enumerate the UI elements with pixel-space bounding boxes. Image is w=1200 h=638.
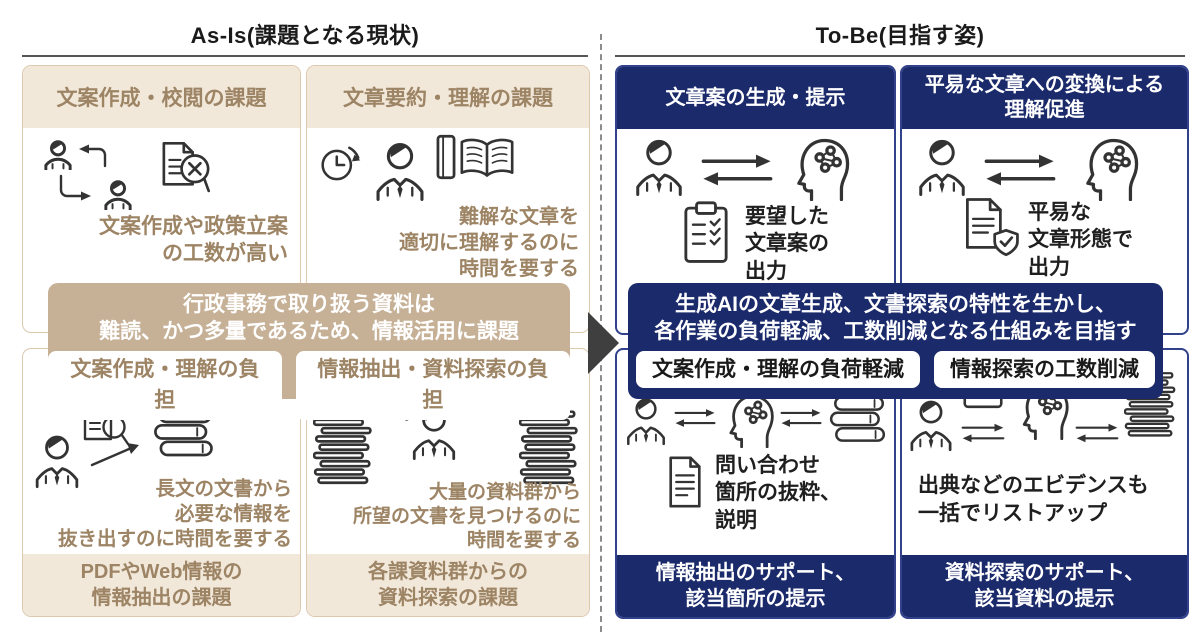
- asis-box-drafting-text: 文案作成や政策立案 の工数が高い: [99, 215, 288, 265]
- document-icon: [669, 456, 701, 508]
- tobe-box-plain-language-text: 平易な 文章形態で 出力: [1028, 201, 1133, 279]
- exchange-arrows-icon: [701, 152, 773, 188]
- checklist-clipboard-icon: [684, 201, 728, 263]
- tobe-box-generation-header: 文章案の生成・提示: [617, 67, 894, 129]
- ai-head-icon: [1086, 138, 1139, 201]
- tobe-pill-search-reduction: 情報探索の工数削減: [934, 350, 1155, 389]
- exchange-arrows-icon: [674, 408, 716, 428]
- asis-title: As-Is(課題となる現状): [190, 23, 420, 48]
- asis-pill-drafting-burden: 文案作成・理解の負担: [48, 350, 282, 420]
- tobe-banner-line2: 各作業の負荷軽減、工数削減となる仕組みを目指す: [654, 320, 1137, 344]
- businessperson-icon: [627, 398, 665, 446]
- businessperson-icon: [376, 142, 424, 201]
- tobe-box-search-support-text: 出典などのエビデンスも 一括でリストアップ: [918, 474, 1149, 526]
- asis-box-summarize-header: 文章要約・理解の課題: [307, 66, 589, 128]
- closed-book-icon: [436, 134, 456, 180]
- businessperson-icon: [910, 400, 952, 452]
- asis-box-drafting-header: 文案作成・校閲の課題: [23, 66, 300, 128]
- asis-banner: 行政事務で取り扱う資料は 難読、かつ多量であるため、情報活用に課題 文案作成・理…: [48, 283, 570, 420]
- transform-arrow-icon: [588, 312, 619, 374]
- book-stack-icon: [829, 396, 886, 442]
- tobe-box-plain-language-header: 平易な文章への変換による 理解促進: [902, 67, 1187, 129]
- businessperson-icon: [919, 139, 965, 196]
- asis-box-summarize-text: 難解な文章を 適切に理解するのに 時間を要する: [399, 206, 579, 280]
- asis-box-extraction: 長文の文書から 必要な情報を 抜き出すのに時間を要する PDFやWeb情報の 情…: [22, 348, 301, 617]
- asis-pill-search-burden: 情報抽出・資料探索の負担: [295, 350, 570, 420]
- asis-banner-line2: 難読、かつ多量であるため、情報活用に課題: [99, 320, 519, 344]
- exchange-arrows-icon: [984, 152, 1056, 188]
- tobe-title: To-Be(目指す姿): [815, 23, 985, 48]
- tobe-box-extraction-support-text: 問い合わせ 箇所の抜粋、 説明: [715, 454, 841, 532]
- businessperson-icon: [636, 139, 682, 196]
- exchange-arrows-icon: [780, 408, 822, 428]
- asis-box-search-text: 大量の資料群から 所望の文書を見つけるのに 時間を要する: [352, 482, 581, 552]
- asis-banner-line1: 行政事務で取り扱う資料は: [183, 293, 435, 316]
- document-error-magnifier-icon: [162, 141, 211, 193]
- tobe-box-search-support-footer: 資料探索のサポート、 該当資料の提示: [902, 555, 1187, 617]
- tobe-box-extraction-support-footer: 情報抽出のサポート、 該当箇所の提示: [617, 555, 894, 617]
- asis-box-search: 大量の資料群から 所望の文書を見つけるのに 時間を要する 各課資料群からの 資料…: [306, 348, 590, 617]
- tobe-banner-line1: 生成AIの文章生成、文書探索の特性を生かし、: [675, 293, 1116, 316]
- clock-deadline-icon: [321, 146, 362, 181]
- asis-box-extraction-text: 長文の文書から 必要な情報を 抜き出すのに時間を要する: [57, 478, 292, 550]
- tobe-pill-drafting-reduction: 文案作成・理解の負荷軽減: [636, 350, 920, 389]
- open-book-icon: [460, 138, 514, 177]
- review-cycle-icon: [44, 140, 132, 210]
- exchange-arrows-icon: [1075, 422, 1119, 444]
- asis-box-extraction-footer: PDFやWeb情報の 情報抽出の課題: [23, 554, 300, 616]
- tobe-underline: [615, 55, 1185, 57]
- document-shield-check-icon: [966, 198, 1019, 257]
- asis-box-search-footer: 各課資料群からの 資料探索の課題: [307, 554, 589, 616]
- exchange-arrows-icon: [961, 422, 1005, 444]
- tobe-banner: 生成AIの文章生成、文書探索の特性を生かし、 各作業の負荷軽減、工数削減となる仕…: [628, 283, 1163, 399]
- ai-head-icon: [797, 138, 850, 201]
- arrow-icon: [90, 443, 139, 467]
- asis-underline: [22, 55, 588, 57]
- tobe-box-generation-text: 要望した 文章案の 出力: [745, 205, 829, 283]
